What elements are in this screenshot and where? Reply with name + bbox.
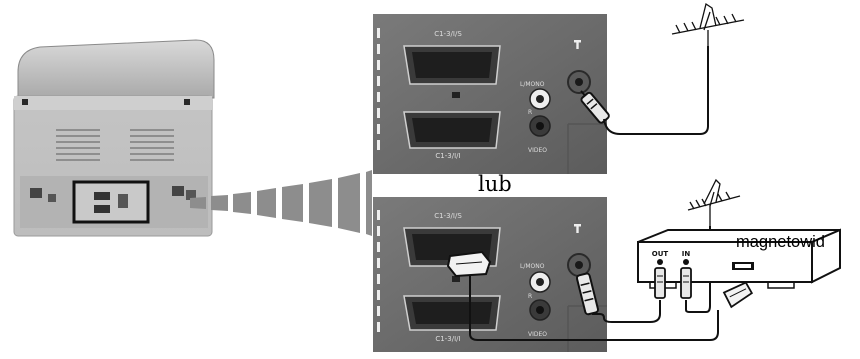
audio-right-label-b: R: [528, 293, 532, 300]
terminal-panel-bottom: C1-3/I/S C1-3/I/I L/MONO R VIDEO: [373, 197, 607, 352]
vcr-label: magnetowid: [736, 233, 825, 251]
audio-right-label: R: [528, 109, 532, 116]
vcr-plugs: [654, 267, 754, 309]
scart-2-label: C1-3/I/I: [435, 152, 460, 160]
tv-vent-grille: [56, 129, 174, 161]
vcr-out-socket: [657, 259, 663, 265]
antenna-icon-2: [687, 178, 741, 226]
antenna-icon: [671, 2, 745, 46]
rf-plug-bottom: [575, 272, 599, 316]
tv-connector-highlight: [72, 180, 150, 224]
scart-1-label: C1-3/I/S: [434, 30, 462, 38]
vcr-device: OUT IN: [637, 228, 841, 289]
video-label-b: VIDEO: [528, 331, 547, 338]
scart-plug: [446, 250, 492, 278]
vcr-in-socket: [683, 259, 689, 265]
scart-1b-label: C1-3/I/S: [434, 212, 462, 220]
tv-back-view: [13, 39, 215, 237]
audio-left-label: L/MONO: [520, 81, 545, 88]
vcr-cables: [469, 226, 719, 341]
or-label: lub: [478, 172, 512, 196]
vcr-in-label: IN: [682, 250, 691, 258]
vcr-out-label: OUT: [652, 250, 669, 258]
zoom-wedge: [190, 170, 372, 236]
video-label: VIDEO: [528, 147, 547, 154]
terminal-panel-top: C1-3/I/S C1-3/I/I L/MONO R VIDEO: [373, 14, 607, 174]
scart-2b-label: C1-3/I/I: [435, 335, 460, 343]
antenna-cable-top: [580, 46, 709, 135]
audio-left-label-b: L/MONO: [520, 263, 545, 270]
